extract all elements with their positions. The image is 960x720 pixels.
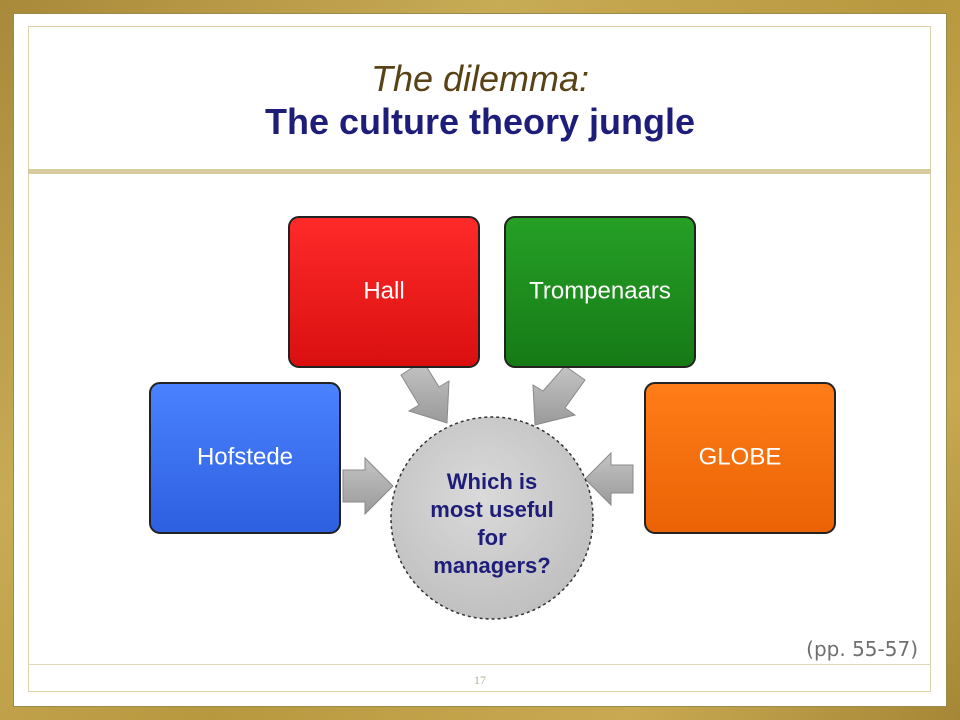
center-line-2: most useful [430,497,553,522]
title-divider [28,169,931,174]
center-line-3: for [477,525,507,550]
arrow-hall-to-center [400,360,450,424]
slide-inner-border [28,26,931,692]
slide: The dilemma: The culture theory jungle [13,13,947,707]
center-line-4: managers? [433,553,550,578]
box-hofstede: Hofstede [149,382,341,534]
arrow-globe-to-center [584,451,634,507]
page-reference: (pp. 55-57) [806,637,918,661]
box-globe: GLOBE [644,382,836,534]
center-question: Which is most useful for managers? [390,416,594,620]
arrow-trompenaars-to-center [532,365,586,426]
center-line-1: Which is [447,469,537,494]
slide-number: 17 [474,673,486,687]
slide-title-line1: The dilemma: [370,58,590,99]
slide-title-line2: The culture theory jungle [264,101,696,142]
box-hofstede-label: Hofstede [197,443,293,470]
box-globe-label: GLOBE [699,443,782,470]
box-hall-label: Hall [363,277,404,304]
box-trompenaars: Trompenaars [504,216,696,368]
box-trompenaars-label: Trompenaars [529,277,671,304]
culture-theory-diagram: Hofstede Hall Trompenaars GLOBE Which is… [149,216,836,620]
footer-divider [28,664,931,665]
box-hall: Hall [288,216,480,368]
arrow-hofstede-to-center [342,456,394,516]
